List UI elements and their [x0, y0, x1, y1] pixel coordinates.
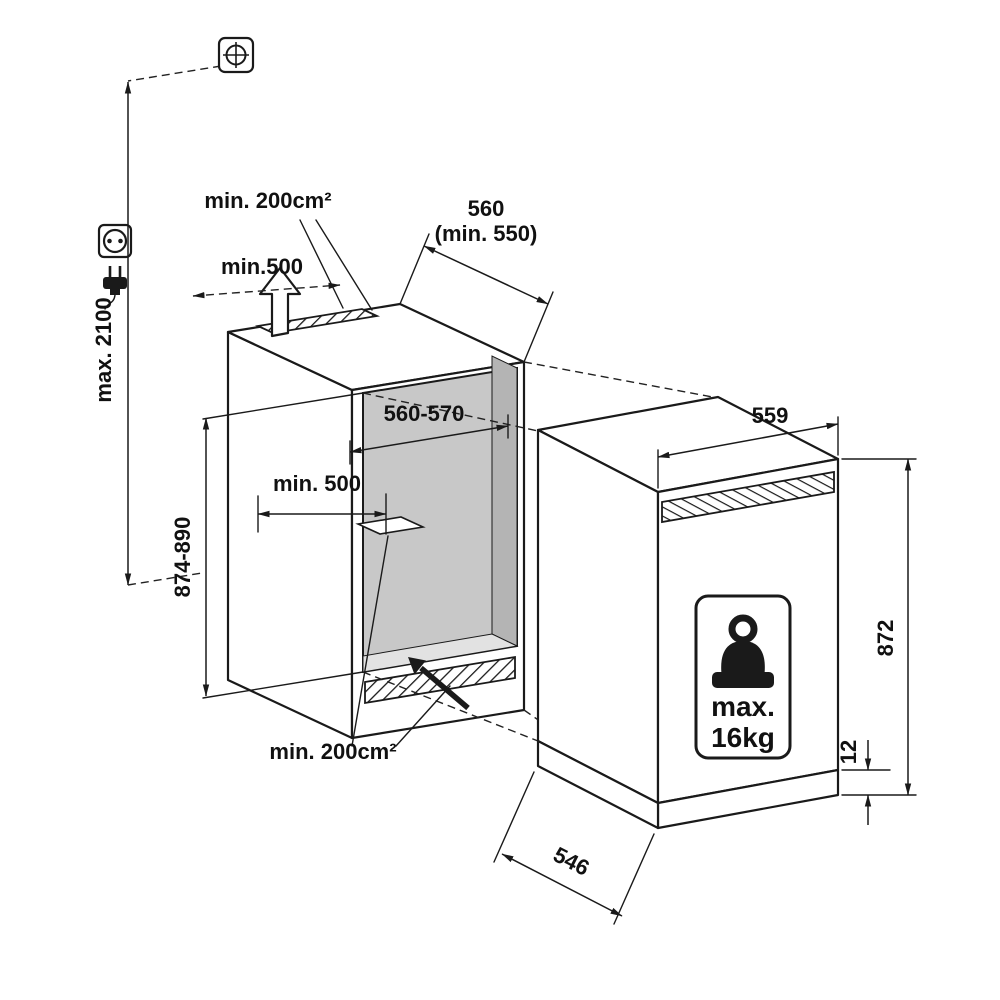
appliance-depth-label: 546	[549, 842, 593, 881]
appliance-base-label: 12	[836, 740, 861, 764]
niche-drawing	[226, 266, 526, 740]
power-socket-icon	[97, 223, 133, 259]
crosshair-screw-icon	[223, 42, 249, 68]
power-plug-icon	[103, 266, 127, 310]
niche-depth-label: 560	[468, 196, 505, 221]
niche-bottom-vent-slot	[364, 655, 516, 705]
socket-height-label: max. 2100	[91, 297, 116, 402]
niche-depth-dimension: 560 (min. 550)	[399, 196, 554, 363]
niche-inner-width-label: 560-570	[384, 401, 465, 426]
top-vent-label: min. 200cm²	[204, 188, 331, 213]
dimension-annotations: max. 2100 min. 200cm² min.500 560 (min. …	[91, 81, 917, 925]
niche-inner-depth-dimension: min. 500	[257, 471, 387, 535]
appliance-width-dimension: 559	[657, 403, 839, 489]
fixing-screw-symbol	[127, 36, 255, 82]
weight-badge: max. 16kg	[694, 594, 792, 760]
niche-inner-floor	[362, 633, 519, 673]
niche-inner-width-dimension: 560-570	[349, 401, 509, 465]
appliance-height-dimension: 872	[841, 458, 917, 796]
bottom-vent-annotation: min. 200cm²	[269, 535, 451, 764]
top-clearance-label: min.500	[221, 254, 303, 279]
socket-height-dimension: max. 2100	[91, 81, 203, 586]
weight-badge-kg-label: 16kg	[711, 722, 775, 753]
appliance-base-dimension: 12	[836, 740, 891, 825]
niche-height-label: 874-890	[170, 517, 195, 598]
airflow-in-arrow-icon	[408, 657, 470, 711]
weight-icon	[712, 614, 774, 688]
appliance-height-label: 872	[873, 620, 898, 657]
top-vent-annotation: min. 200cm²	[204, 188, 373, 311]
appliance-base-left	[536, 739, 660, 830]
niche-depth-min-label: (min. 550)	[435, 221, 538, 246]
top-clearance-dimension: min.500	[192, 254, 341, 299]
bottom-vent-label: min. 200cm²	[269, 739, 396, 764]
appliance-left-face	[536, 428, 660, 805]
niche-height-dimension: 874-890	[170, 392, 364, 699]
appliance-vent-grille	[661, 470, 835, 524]
appliance-drawing: max. 16kg	[536, 395, 840, 830]
appliance-width-label: 559	[752, 403, 789, 428]
weight-badge-max-label: max.	[711, 691, 775, 722]
niche-inner-depth-label: min. 500	[273, 471, 361, 496]
niche-inner-right-wall	[491, 355, 518, 647]
